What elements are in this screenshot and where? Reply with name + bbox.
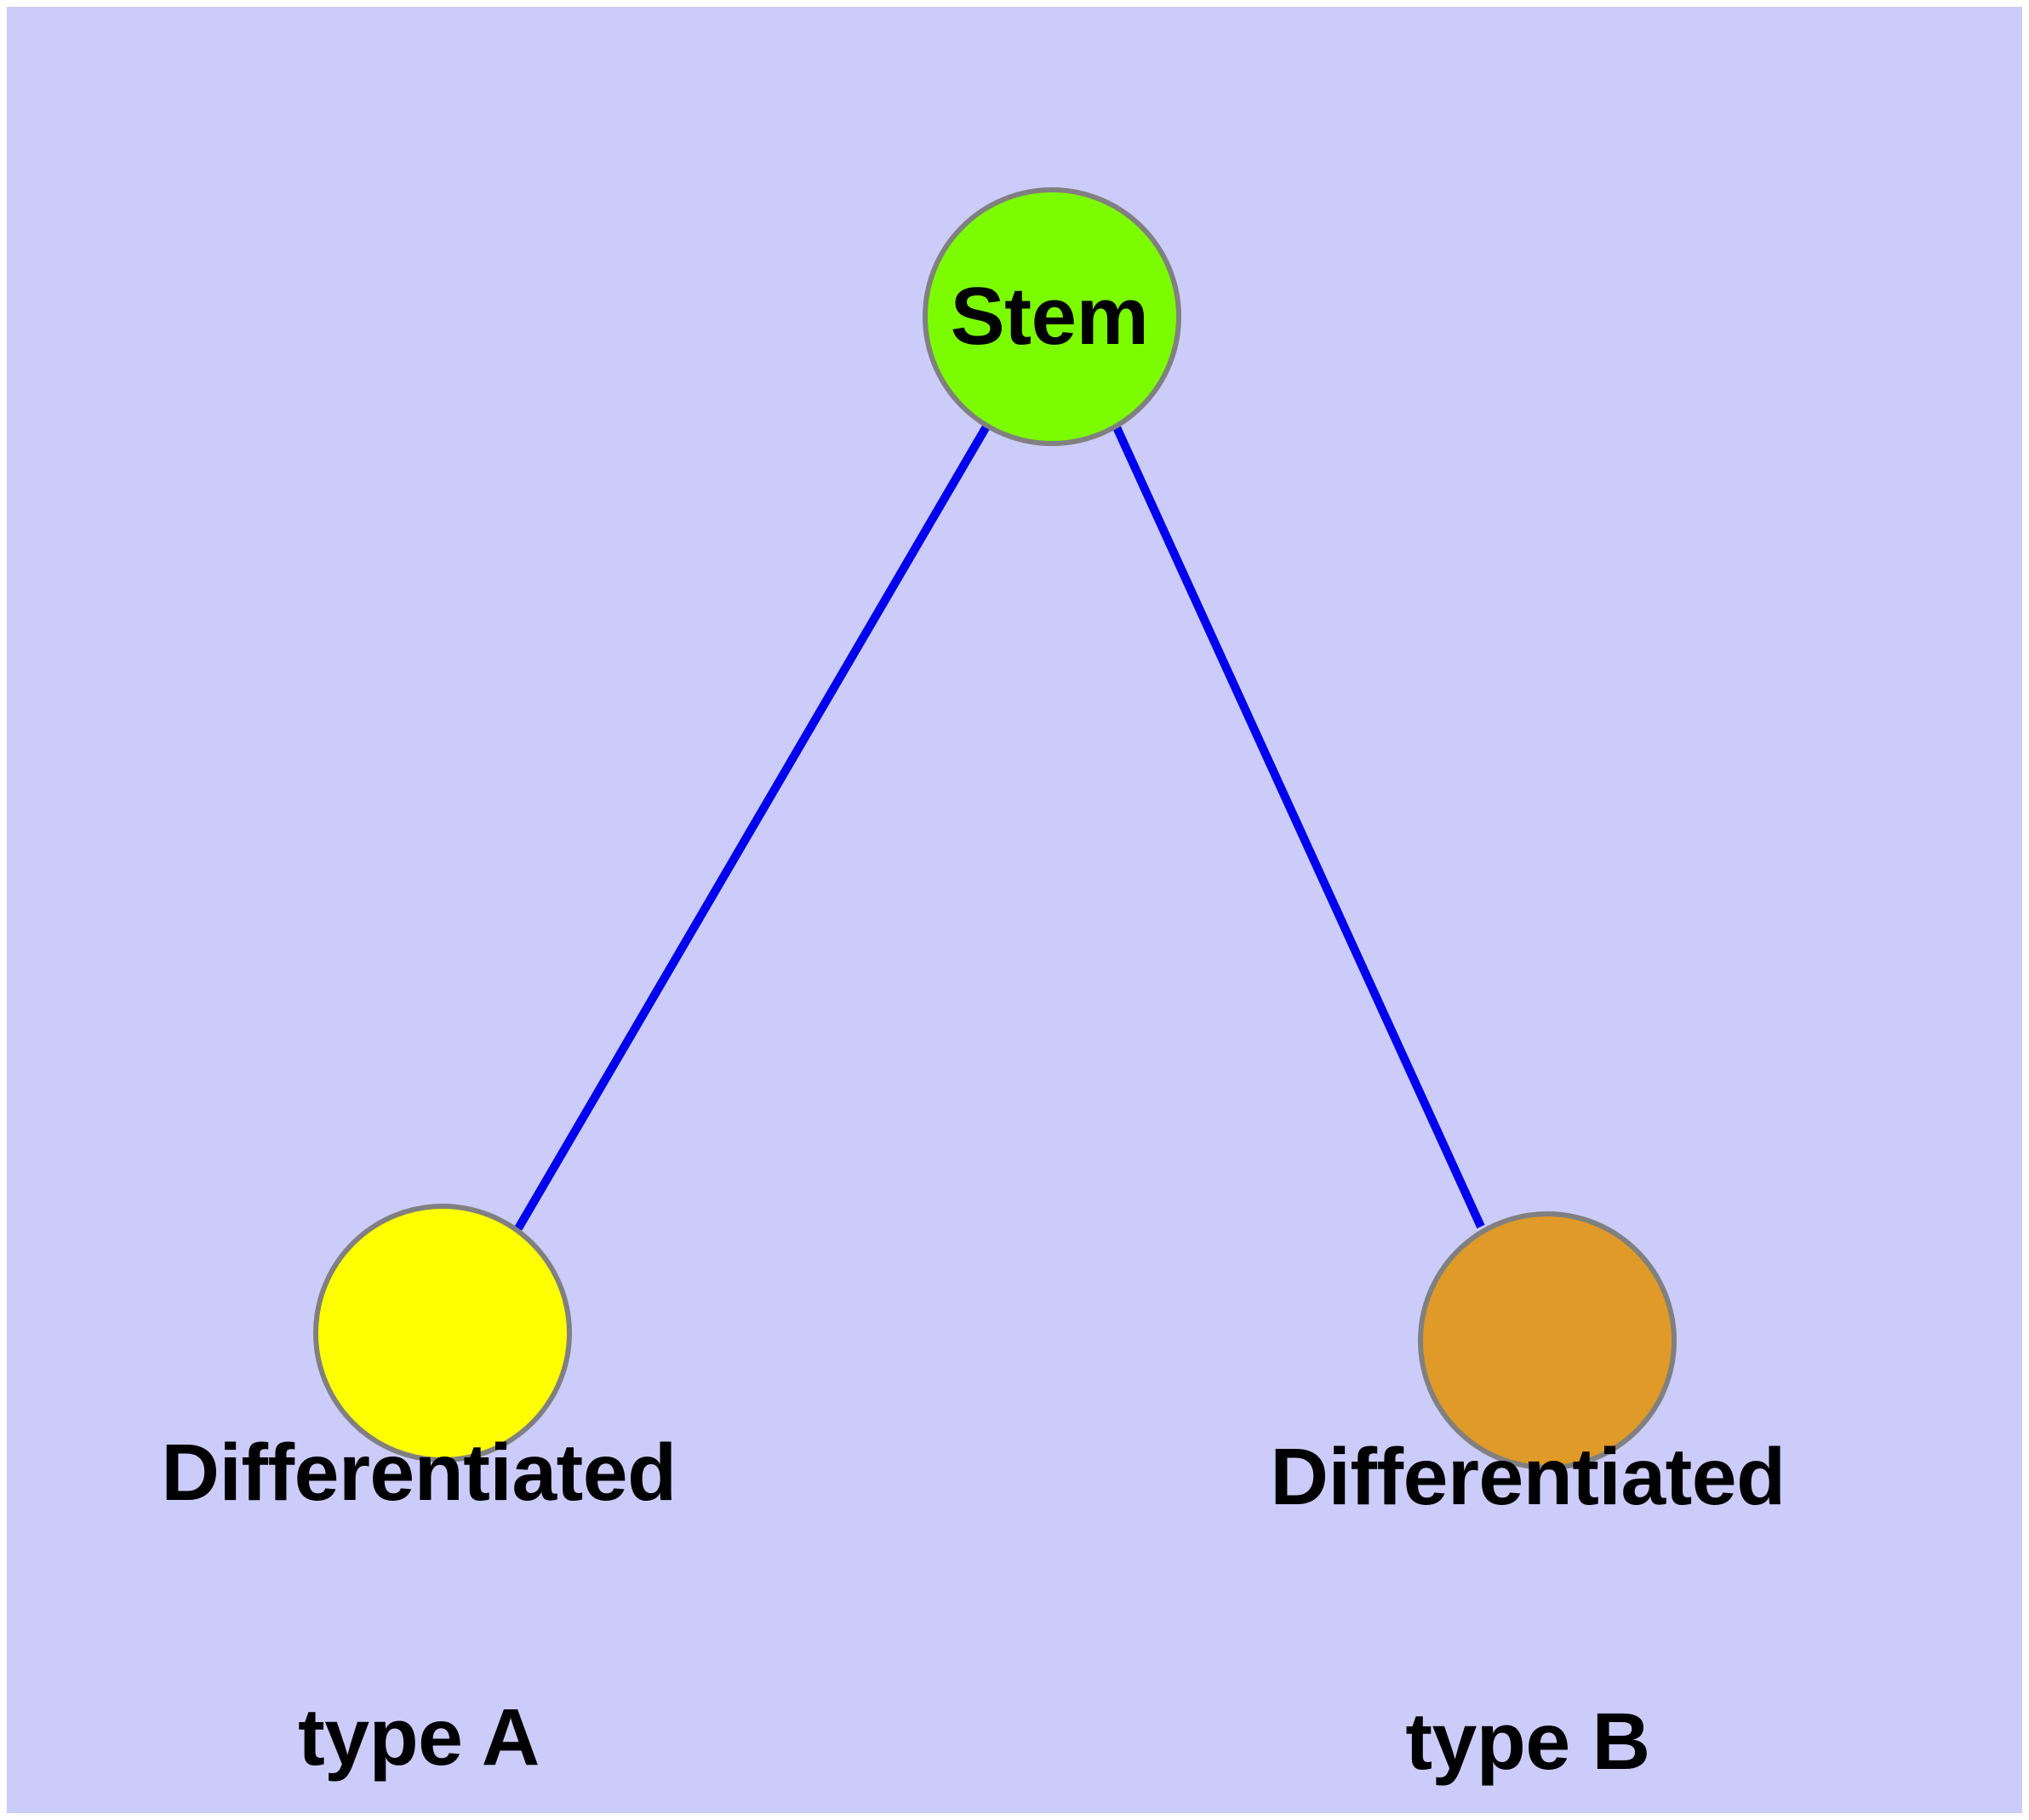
node-differentiated-type-a[interactable]: [313, 1204, 572, 1462]
node-stem[interactable]: [923, 187, 1181, 446]
node-layer: [313, 187, 1677, 1470]
edge-layer: [514, 424, 1485, 1231]
edge-stem-to-differentiated-type-a: [514, 424, 991, 1231]
node-differentiated-type-b[interactable]: [1418, 1211, 1677, 1470]
edge-stem-to-differentiated-type-b: [1112, 425, 1485, 1229]
